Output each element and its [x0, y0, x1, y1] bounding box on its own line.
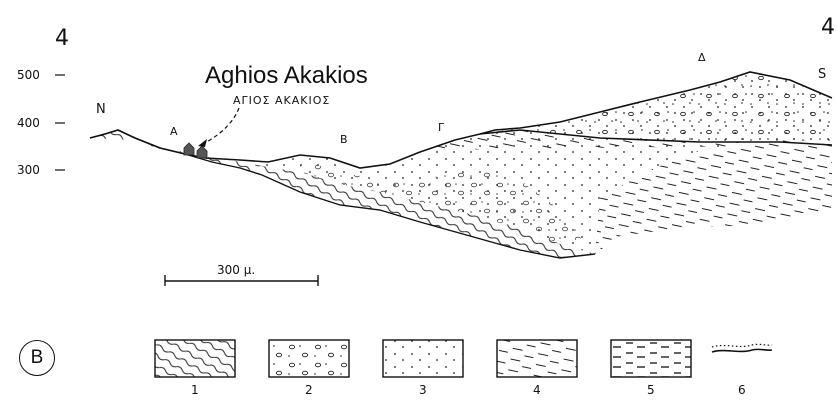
label-point-a: Α: [170, 126, 178, 137]
label-north: N: [96, 103, 106, 116]
label-south: S: [818, 68, 827, 81]
figure-number-right: 4: [821, 17, 835, 39]
legend-number-2: 2: [305, 384, 313, 396]
elevation-label-500: 500: [17, 69, 40, 81]
legend: [155, 340, 772, 377]
panel-label: B: [31, 347, 44, 369]
elevation-label-300: 300: [17, 164, 40, 176]
label-point-d: Δ: [698, 52, 706, 63]
site-name-greek: ΑΓΙΟΣ ΑΚΑΚΙΟΣ: [233, 95, 330, 106]
legend-swatch-6: [712, 344, 772, 352]
legend-number-5: 5: [647, 384, 655, 396]
legend-number-3: 3: [419, 384, 427, 396]
legend-swatch-5: [611, 340, 691, 377]
elevation-axis: [55, 75, 65, 170]
legend-swatch-4: [497, 340, 577, 377]
scale-bar-label: 300 μ.: [217, 264, 255, 276]
legend-number-1: 1: [191, 384, 199, 396]
legend-swatch-3: [383, 340, 463, 377]
label-point-g: Γ: [438, 122, 445, 133]
figure-number-left: 4: [55, 28, 69, 50]
site-marker-house-2: [197, 146, 207, 158]
panel-label-circle: B: [19, 340, 55, 376]
label-point-b: Β: [340, 134, 348, 145]
elevation-label-400: 400: [17, 117, 40, 129]
legend-swatch-2: [269, 340, 349, 377]
site-pointer-arrowhead: [198, 139, 207, 147]
legend-number-6: 6: [738, 384, 746, 396]
legend-swatch-1: [155, 340, 235, 377]
legend-number-4: 4: [533, 384, 541, 396]
site-name: Aghios Akakios: [205, 64, 368, 88]
site-marker-house-1: [184, 143, 194, 155]
